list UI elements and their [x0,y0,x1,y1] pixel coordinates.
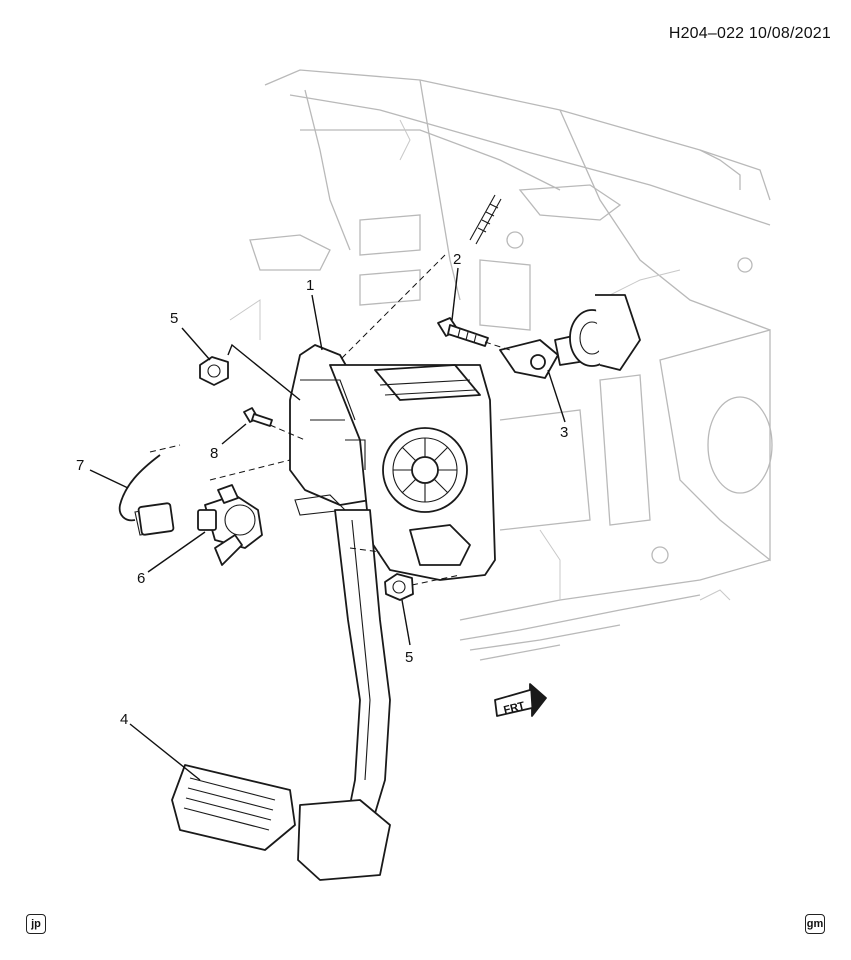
pedal-bracket-assembly [289,344,496,581]
callout-1: 1 [306,277,314,294]
front-arrow-label: FRT [502,700,526,717]
brake-pedal-pad [171,764,391,881]
diagram-id-date: H204–022 10/08/2021 [668,25,831,42]
nut-5-upper [199,356,229,386]
jp-badge: jp [26,914,46,934]
bracket-3 [499,294,641,379]
callout-leaders [89,267,566,781]
callout-4: 4 [120,711,128,728]
callout-labels: 1 2 3 4 5 5 6 7 8 [76,251,568,728]
callout-8: 8 [210,445,218,462]
wiring-harness-7 [118,454,175,536]
callout-3: 3 [560,424,568,441]
front-direction-indicator: FRT [494,683,547,717]
mounting-stud [469,194,502,245]
pedal-position-sensor-6 [197,484,263,566]
vehicle-body-structure [229,69,773,661]
bolt-2 [437,317,489,347]
gm-logo-badge: gm [805,914,825,934]
assembly-guide-lines [149,254,511,586]
callout-5-lower: 5 [405,649,413,666]
callout-5-upper: 5 [170,310,178,327]
nut-5-lower [384,573,414,601]
callout-7: 7 [76,457,84,474]
screw-8 [243,407,273,427]
callout-6: 6 [137,570,145,587]
callout-2: 2 [453,251,461,268]
